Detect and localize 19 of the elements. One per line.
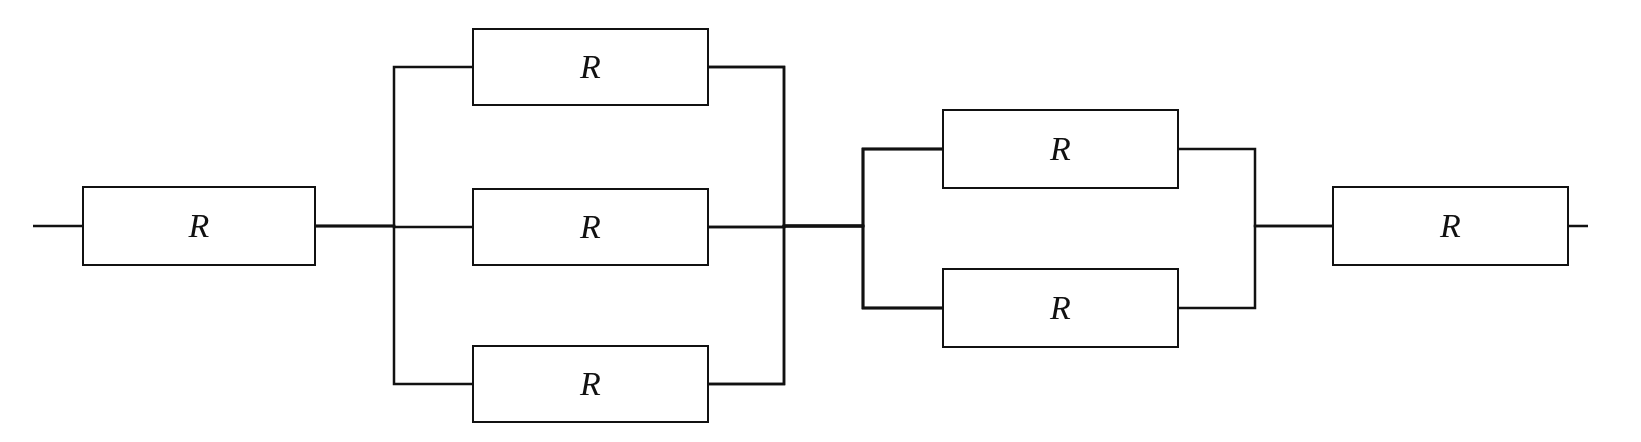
resistor-symbol (472, 28, 709, 106)
resistor-symbol (1332, 186, 1569, 266)
component-label: R (1050, 132, 1071, 166)
resistor-symbol (942, 109, 1179, 189)
wire (1179, 224, 1332, 310)
component-label: R (1440, 209, 1461, 243)
resistor-symbol (472, 345, 709, 423)
resistor-symbol (472, 188, 709, 266)
wire (709, 224, 942, 386)
component-label: R (580, 50, 601, 84)
component-label: R (188, 209, 210, 243)
wire (316, 224, 472, 386)
component-label: R (580, 367, 601, 401)
resistor-symbol (82, 186, 316, 266)
wire (33, 224, 82, 228)
resistor-symbol (942, 268, 1179, 348)
component-label: R (1050, 291, 1071, 325)
component-label: R (580, 210, 601, 244)
wire (1569, 224, 1588, 228)
